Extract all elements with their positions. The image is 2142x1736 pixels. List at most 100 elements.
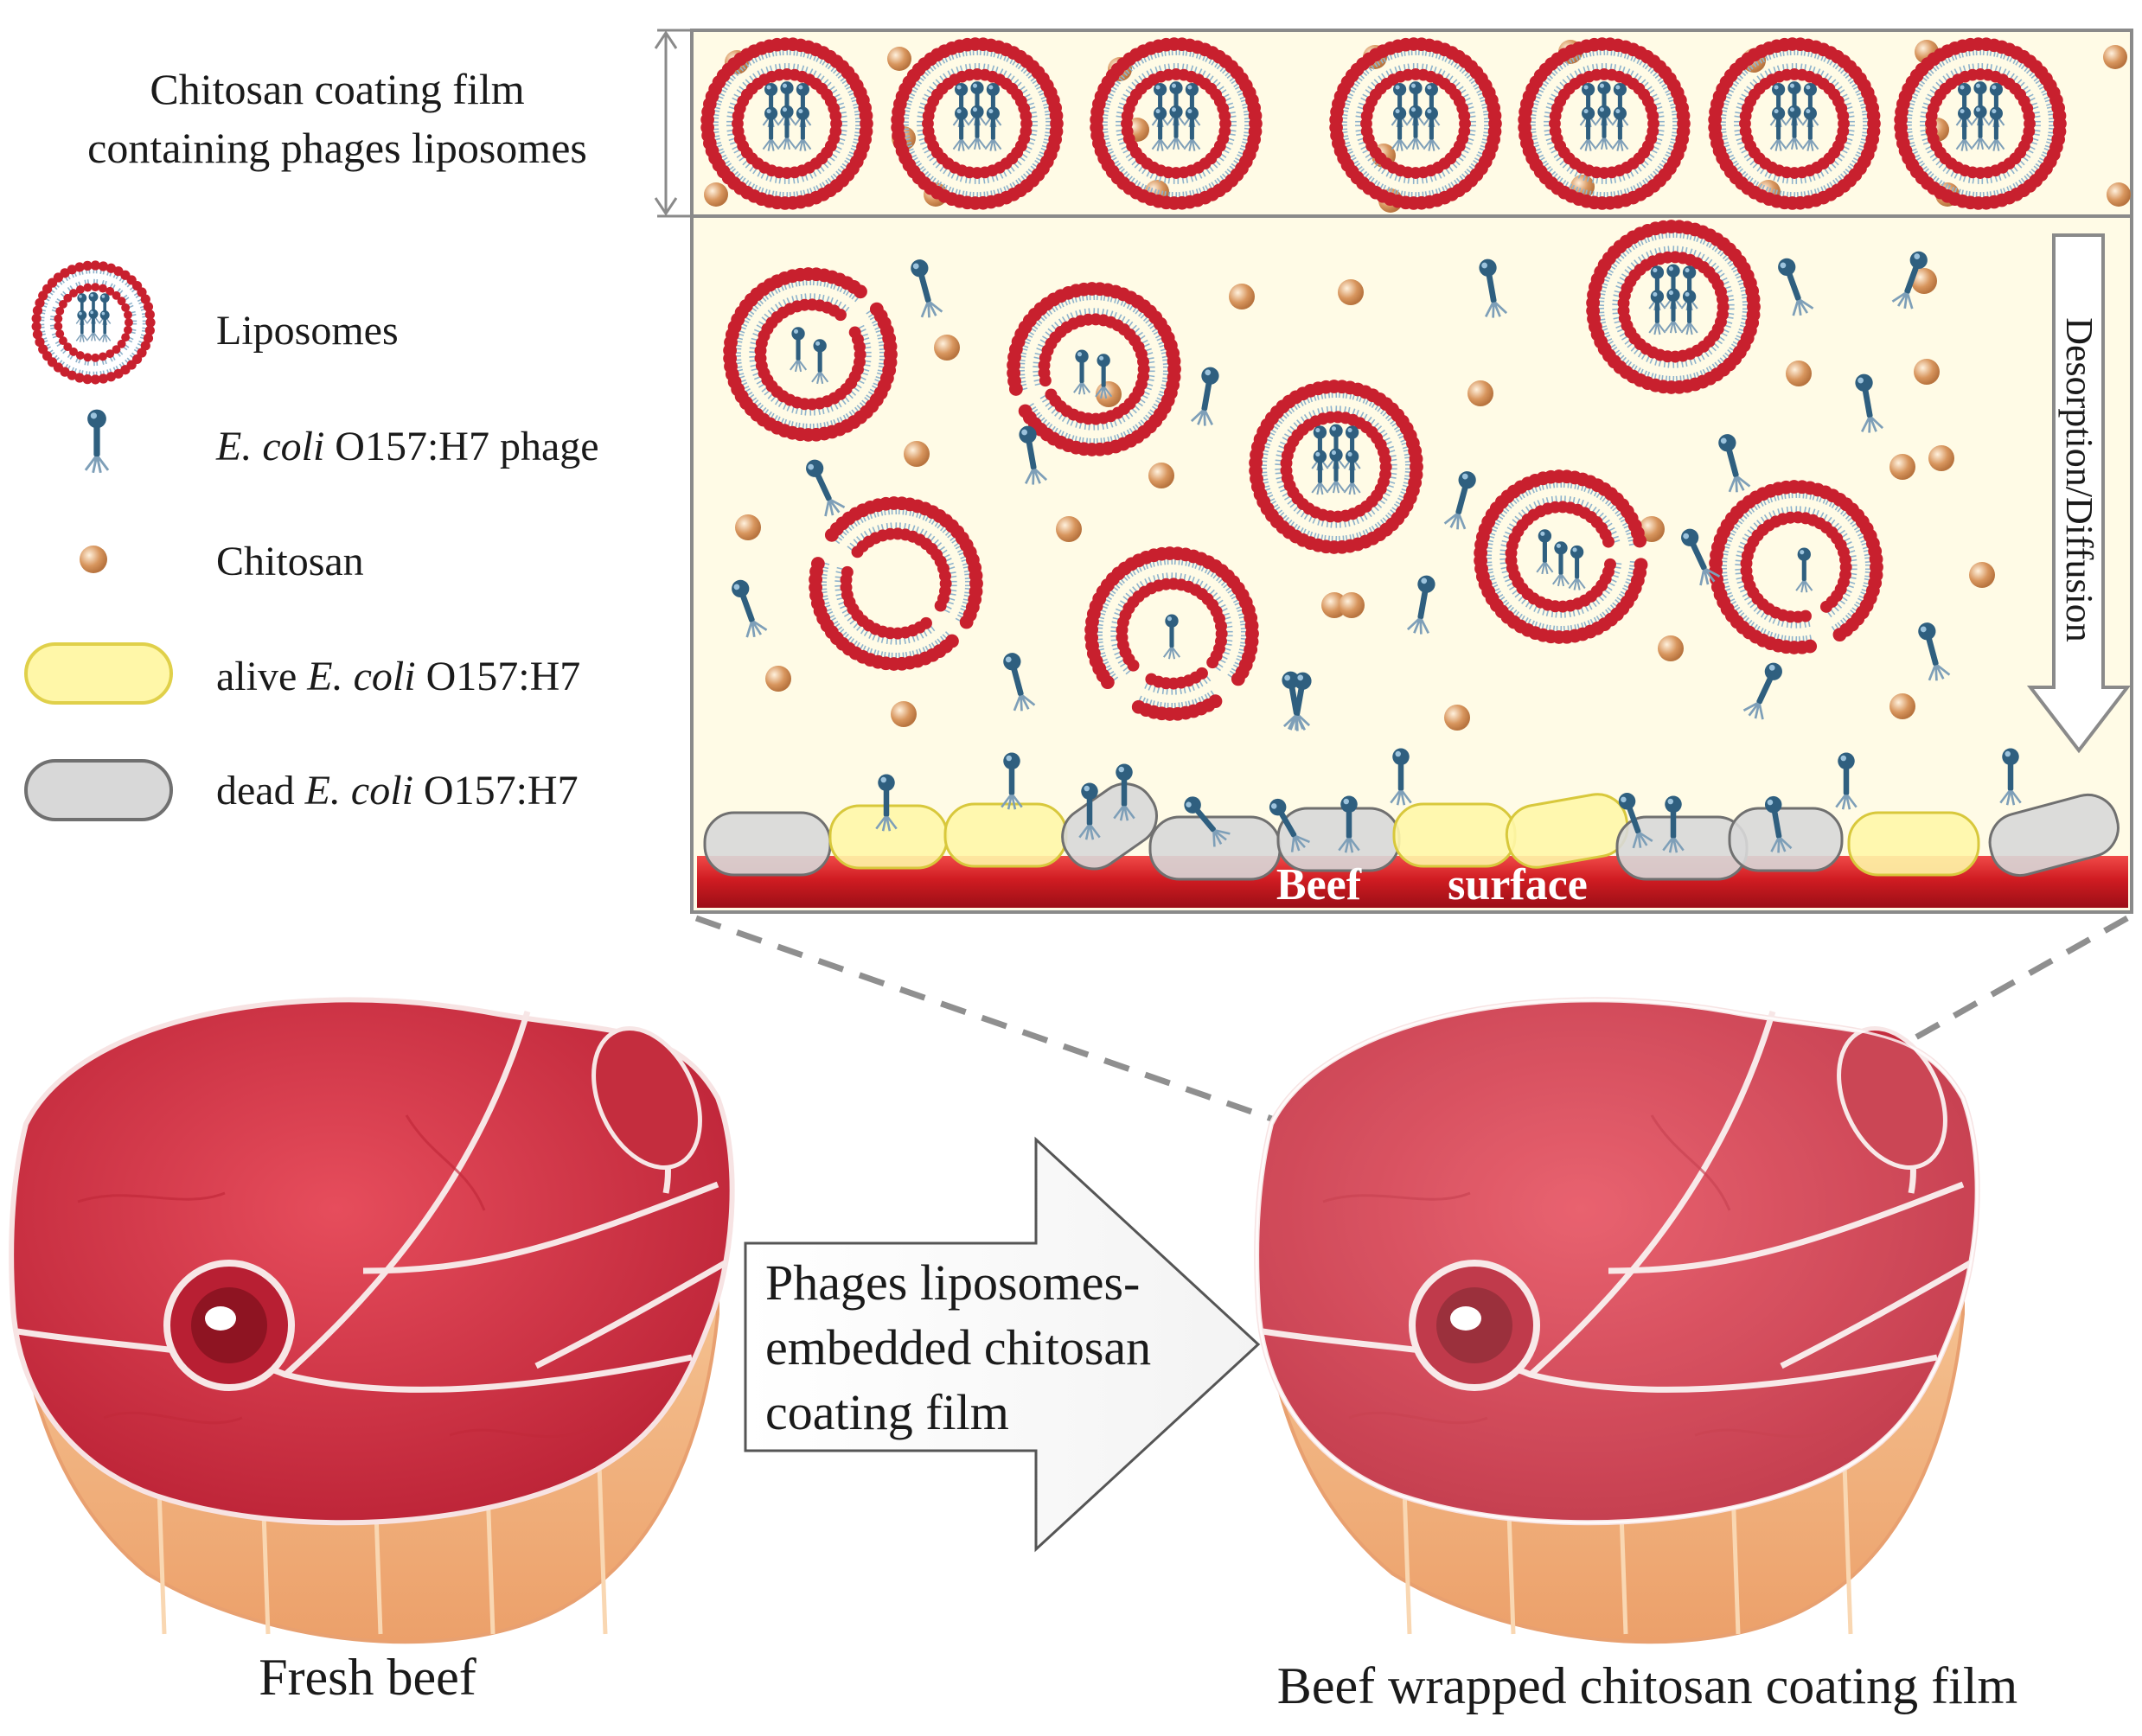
phage-icon xyxy=(1391,106,1409,151)
phage-icon xyxy=(790,327,808,373)
phage-icon xyxy=(1568,545,1586,590)
phage-icon xyxy=(875,774,898,832)
phage-icon xyxy=(1680,290,1698,335)
bacteria-layer xyxy=(703,748,2120,881)
wrapped-beef-illustration xyxy=(1254,997,1980,1644)
phage-icon xyxy=(1835,752,1857,810)
phage-icon xyxy=(1769,106,1787,151)
phage-icon xyxy=(1551,541,1570,587)
chitosan-particle xyxy=(1889,454,1915,480)
chitosan-particle xyxy=(765,666,791,692)
dead-ecoli-cell xyxy=(1728,807,1844,872)
alive-ecoli-cell xyxy=(1505,793,1629,869)
liposome xyxy=(1708,37,1881,210)
phage-icon xyxy=(952,106,970,151)
phage-icon xyxy=(1019,425,1048,485)
phage-icon xyxy=(969,105,986,150)
phage-icon xyxy=(1095,354,1113,399)
phage-icon xyxy=(1786,105,1803,150)
legend: Liposomes E. coli O157:H7 phage Chitosan… xyxy=(24,260,599,821)
phage-icon xyxy=(1151,106,1169,151)
chitosan-particle xyxy=(1229,284,1255,310)
phage-icon xyxy=(1113,763,1135,821)
phage-icon xyxy=(1611,106,1629,151)
liposome xyxy=(1586,220,1761,394)
film-layer xyxy=(690,29,2133,218)
phage-icon xyxy=(75,310,88,342)
phage-icon xyxy=(1595,105,1613,150)
phage-icon xyxy=(1078,782,1101,840)
chitosan-particle xyxy=(1911,268,1937,294)
chitosan-particle xyxy=(2103,45,2127,69)
phage-icon xyxy=(762,106,780,151)
phage-icon xyxy=(1162,614,1181,660)
phage-icon xyxy=(1801,106,1819,151)
chitosan-particle xyxy=(1889,693,1915,719)
alive-ecoli-legend-icon xyxy=(24,642,173,705)
chitosan-particle xyxy=(1658,635,1684,661)
phage-icon xyxy=(1406,575,1435,635)
wrapped-beef-label: Beef wrapped chitosan coating film xyxy=(1277,1657,2017,1714)
phage-icon xyxy=(1390,748,1412,806)
phage-icon xyxy=(1001,752,1023,810)
legend-label-alive-ecoli: alive E. coli O157:H7 xyxy=(216,654,580,699)
liposome xyxy=(31,260,156,385)
dead-ecoli-cell xyxy=(1148,815,1282,881)
legend-label-dead-ecoli: dead E. coli O157:H7 xyxy=(216,768,579,814)
phage-icon xyxy=(1664,288,1683,334)
phage-icon xyxy=(1662,795,1685,853)
phage-icon xyxy=(1918,622,1951,681)
process-arrow-line3: coating film xyxy=(765,1384,1009,1440)
phage-icon xyxy=(911,259,943,318)
phage-icon xyxy=(1343,450,1361,495)
phage-icon xyxy=(1742,662,1782,720)
phage-icon xyxy=(1987,106,2005,151)
phage-icon xyxy=(1764,795,1793,853)
process-arrow-line2: embedded chitosan xyxy=(765,1319,1151,1375)
phage-icon xyxy=(778,105,796,150)
chitosan-particle xyxy=(1914,359,1940,385)
chitosan-particle xyxy=(891,701,917,727)
diffusion-panel-content xyxy=(723,220,1995,731)
liposome-ruptured xyxy=(1709,480,1883,654)
fresh-beef-label: Fresh beef xyxy=(259,1649,476,1706)
diffusion-arrow: Desorption/Diffusion xyxy=(2026,233,2132,754)
phage-icon xyxy=(1955,82,1973,128)
phage-icon xyxy=(1269,798,1310,852)
alive-ecoli-cell xyxy=(1392,802,1517,868)
phage-icon xyxy=(99,310,112,342)
chitosan-particle xyxy=(1148,463,1174,488)
phage-icon xyxy=(811,339,829,385)
phage-icon xyxy=(1003,653,1036,712)
phage-icon xyxy=(1718,434,1751,493)
liposome xyxy=(891,37,1064,210)
dead-ecoli-cell xyxy=(1988,793,2120,878)
phage-icon xyxy=(1338,795,1360,853)
diffusion-panel-box xyxy=(690,214,2133,914)
alive-ecoli-cell xyxy=(943,802,1068,868)
chitosan-particle xyxy=(904,441,930,467)
chitosan-particle xyxy=(735,514,761,540)
phage-icon xyxy=(1595,81,1613,126)
chitosan-particle xyxy=(934,335,960,361)
diffusion-panel: Beef surface Desorption/Diffusion xyxy=(690,214,2133,914)
phage-icon xyxy=(1479,258,1508,318)
alive-ecoli-cell xyxy=(1847,811,1980,877)
chitosan-particle xyxy=(1639,516,1665,542)
dead-ecoli-legend-icon xyxy=(24,759,173,821)
phage-icon xyxy=(1167,105,1185,150)
liposome xyxy=(1329,37,1502,210)
phage-icon xyxy=(984,106,1002,151)
phage-icon xyxy=(778,81,796,126)
phage-icon xyxy=(1183,106,1201,151)
process-arrow-line1: Phages liposomes- xyxy=(765,1254,1140,1311)
phage-icon xyxy=(1618,793,1653,849)
chitosan-particle xyxy=(704,182,728,207)
phage-icon xyxy=(1955,106,1973,151)
legend-symbols xyxy=(24,260,173,821)
phage-icon xyxy=(1681,528,1721,586)
liposome xyxy=(700,37,873,210)
phage-icon xyxy=(1423,106,1441,151)
phage-icon xyxy=(1443,471,1476,530)
liposome xyxy=(1249,380,1423,554)
